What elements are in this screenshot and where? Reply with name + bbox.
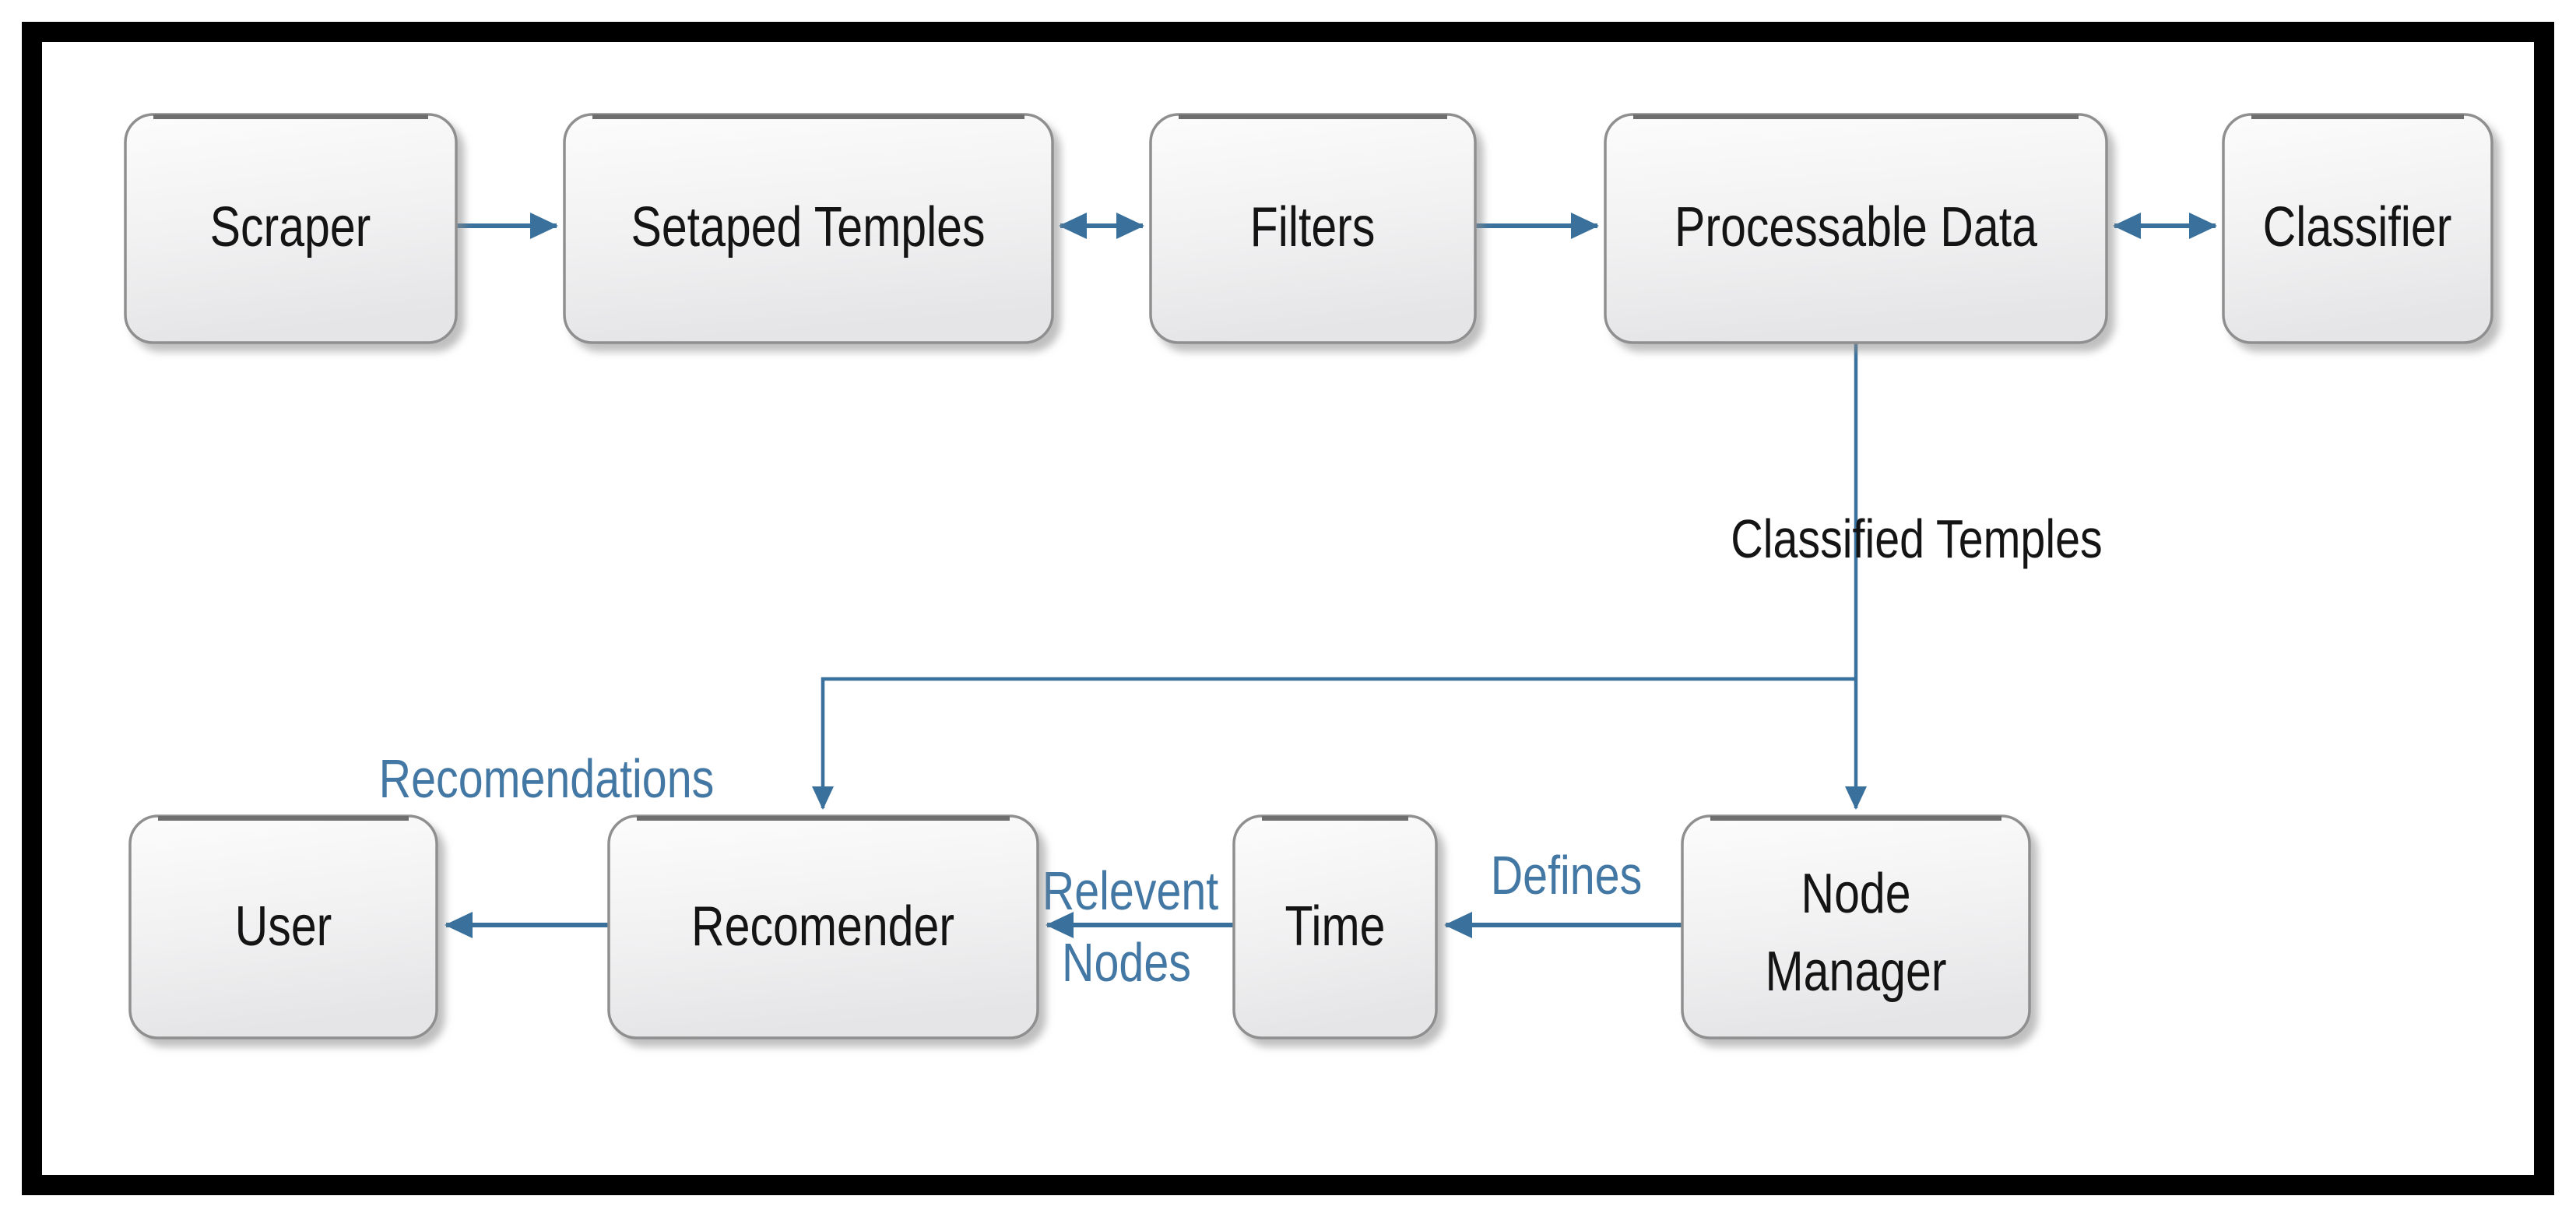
node-classifier: Classifier (2222, 113, 2493, 344)
edge-processable-data-to-recomender (812, 677, 1856, 810)
diagram-frame (22, 22, 2554, 1195)
edge-label-defines: Defines (1491, 845, 1643, 906)
node-recomender-label: Recomender (691, 894, 954, 957)
node-recomender: Recomender (607, 814, 1039, 1039)
node-user-label: User (235, 894, 332, 957)
edge-label-classified-temples: Classified Temples (1731, 508, 2102, 570)
node-node-manager-box (1681, 814, 2031, 1039)
node-processable-data-label: Processable Data (1675, 195, 2037, 258)
node-node-manager-label-line2: Manager (1766, 939, 1947, 1002)
node-scraper: Scraper (124, 113, 458, 344)
node-processable-data: Processable Data (1604, 113, 2108, 344)
edge-label-recomendations: Recomendations (379, 748, 715, 810)
node-classifier-label: Classifier (2263, 195, 2452, 258)
node-scraper-label: Scraper (210, 195, 371, 258)
edge-label-relevent-nodes-line2: Nodes (1062, 932, 1191, 994)
node-user: User (128, 814, 438, 1039)
node-filters: Filters (1149, 113, 1477, 344)
node-setaped-temples-label: Setaped Temples (631, 195, 985, 258)
node-setaped-temples: Setaped Temples (563, 113, 1054, 344)
node-time: Time (1232, 814, 1438, 1039)
edge-label-relevent-nodes-line1: Relevent (1042, 860, 1219, 922)
node-time-label: Time (1285, 894, 1386, 957)
node-filters-label: Filters (1250, 195, 1376, 258)
node-node-manager-label-line1: Node (1801, 861, 1910, 924)
node-node-manager: Node Manager (1681, 814, 2031, 1039)
